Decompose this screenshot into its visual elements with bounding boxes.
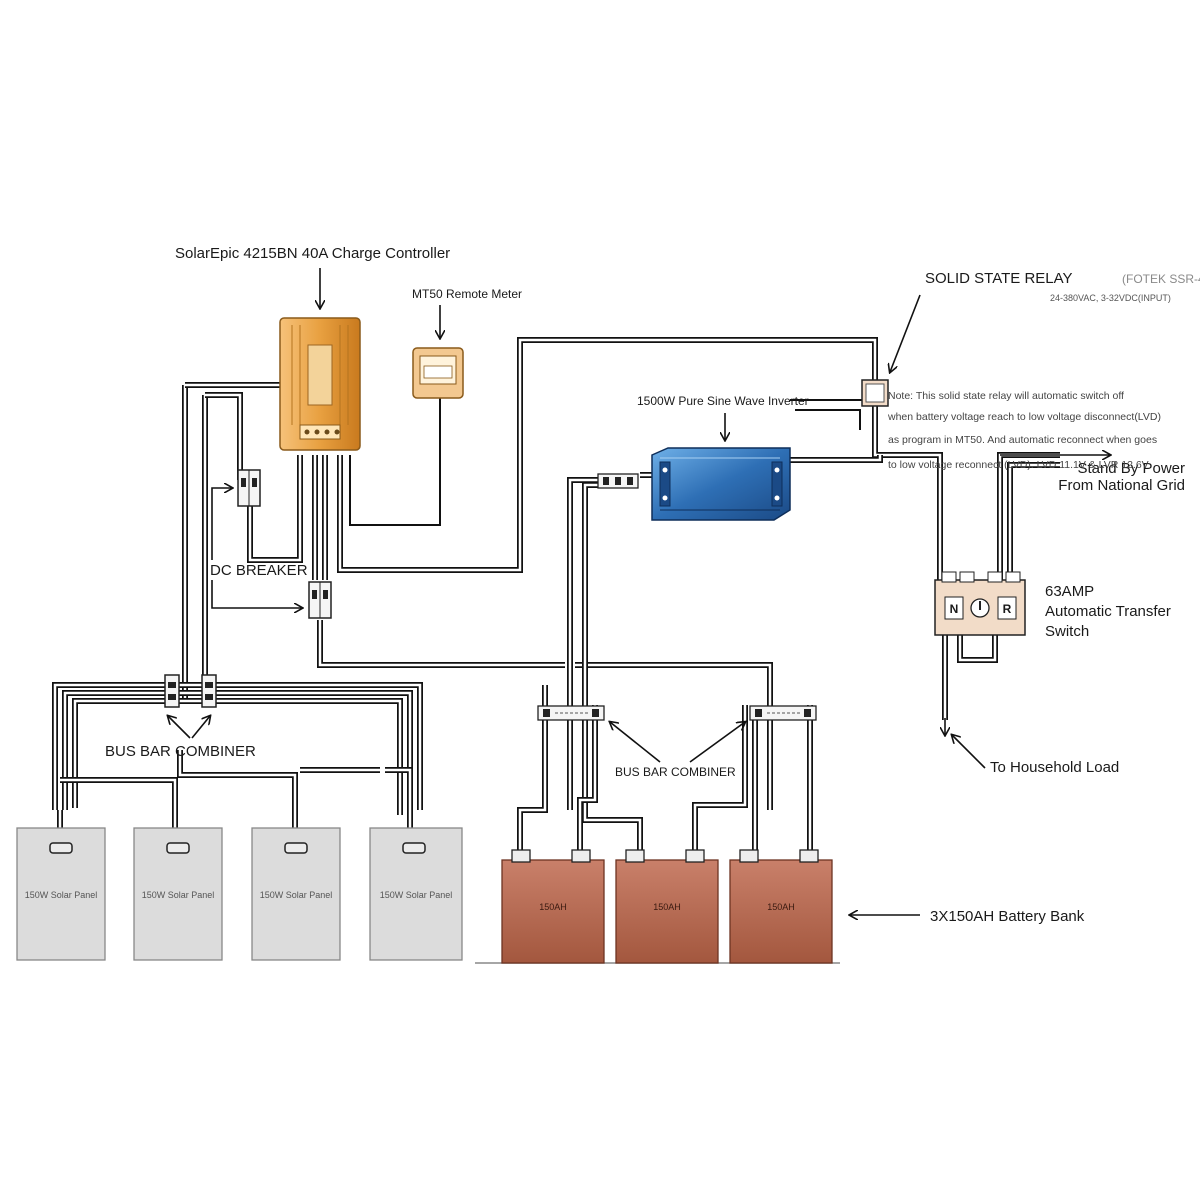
- bus-bar-combiner-right: [537, 705, 817, 721]
- battery: 150AH: [729, 849, 833, 964]
- dc-breaker-lower: [308, 581, 332, 619]
- ats-n-label: N: [950, 602, 959, 616]
- relay-note-line: to low voltage reconnect (LVD). LVD 11.1…: [888, 459, 1149, 471]
- battery-label: 150AH: [767, 902, 795, 912]
- ats-switch-label: Switch: [1045, 623, 1089, 640]
- charge-controller: [279, 317, 361, 451]
- ats-name-label: Automatic Transfer: [1045, 603, 1171, 620]
- automatic-transfer-switch: N R: [934, 571, 1026, 636]
- household-load-label: To Household Load: [990, 759, 1119, 776]
- solar-panel-array: 150W Solar Panel 150W Solar Panel 150W S…: [16, 827, 463, 961]
- solar-panel: 150W Solar Panel: [133, 827, 223, 961]
- solid-state-relay: [861, 379, 889, 407]
- battery: 150AH: [501, 849, 605, 964]
- solar-panel: 150W Solar Panel: [369, 827, 463, 961]
- inverter-label: 1500W Pure Sine Wave Inverter: [637, 394, 809, 408]
- battery: 150AH: [615, 849, 719, 964]
- remote-meter-label: MT50 Remote Meter: [412, 287, 522, 301]
- labels: SolarEpic 4215BN 40A Charge Controller M…: [105, 245, 1200, 925]
- battery-label: 150AH: [539, 902, 567, 912]
- mt50-remote-meter: [412, 347, 464, 399]
- solar-panel: 150W Solar Panel: [16, 827, 106, 961]
- dc-breaker-upper: [237, 469, 261, 507]
- relay-model-label: (FOTEK SSR-40): [1122, 272, 1200, 286]
- bus-bar-combiner-left: [164, 674, 217, 708]
- relay-title-label: SOLID STATE RELAY: [925, 270, 1073, 287]
- dc-breaker-label: DC BREAKER: [210, 562, 308, 579]
- bus-bar-right-label: BUS BAR COMBINER: [615, 765, 736, 779]
- solar-panel-label: 150W Solar Panel: [260, 890, 333, 900]
- battery-bank: 150AH 150AH 150AH: [475, 849, 840, 964]
- battery-bank-label: 3X150AH Battery Bank: [930, 908, 1085, 925]
- inverter-input-terminal: [597, 473, 639, 489]
- inverter: [651, 447, 791, 521]
- relay-note-line: Note: This solid state relay will automa…: [888, 390, 1124, 402]
- solar-panel-label: 150W Solar Panel: [380, 890, 453, 900]
- relay-note-line: when battery voltage reach to low voltag…: [887, 411, 1161, 423]
- relay-spec-label: 24-380VAC, 3-32VDC(INPUT): [1050, 293, 1171, 303]
- wiring: [52, 337, 1060, 860]
- relay-note-line: as program in MT50. And automatic reconn…: [888, 434, 1157, 446]
- bus-bar-left-label: BUS BAR COMBINER: [105, 743, 256, 760]
- solar-panel: 150W Solar Panel: [251, 827, 341, 961]
- pointer-arrows: [168, 268, 1110, 915]
- charge-controller-label: SolarEpic 4215BN 40A Charge Controller: [175, 245, 450, 262]
- ats-amp-label: 63AMP: [1045, 583, 1094, 600]
- standby-power-label: Stand By Power: [1077, 460, 1185, 477]
- battery-label: 150AH: [653, 902, 681, 912]
- solar-panel-label: 150W Solar Panel: [142, 890, 215, 900]
- solar-panel-label: 150W Solar Panel: [25, 890, 98, 900]
- ats-r-label: R: [1003, 602, 1012, 616]
- standby-grid-label: From National Grid: [1058, 477, 1185, 494]
